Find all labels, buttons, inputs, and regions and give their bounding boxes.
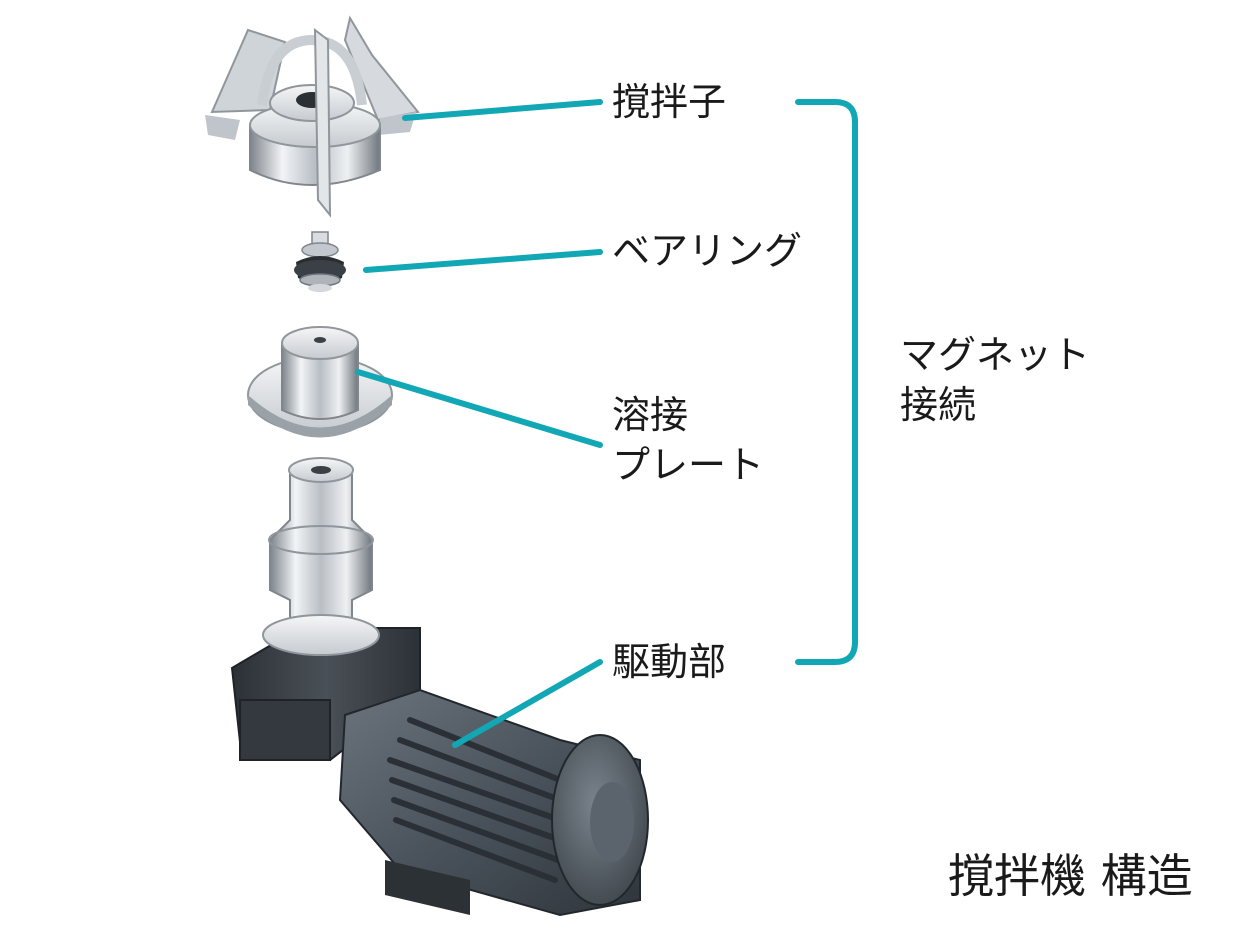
bearing-part (294, 231, 346, 292)
label-magnet-line1: マグネット (900, 333, 1091, 377)
label-impeller: 撹拌子 (612, 80, 727, 124)
drive-unit-part (230, 457, 649, 917)
leader-line-bearing (363, 249, 603, 273)
impeller-part (205, 15, 420, 218)
label-magnet-line2: 接続 (900, 383, 977, 427)
leader-line-drive (452, 659, 603, 748)
leader-line-impeller (402, 99, 603, 121)
label-drive: 駆動部 (612, 640, 727, 684)
diagram-title: 撹拌機 構造 (948, 849, 1193, 903)
magnet-connection-bracket (795, 99, 858, 665)
label-weld-plate-line1: 溶接 (612, 393, 689, 437)
leader-line-weld-plate (355, 369, 603, 448)
label-weld-plate-line2: プレート (612, 443, 765, 487)
weld-plate-part (247, 326, 393, 438)
label-bearing: ベアリング (612, 229, 803, 273)
